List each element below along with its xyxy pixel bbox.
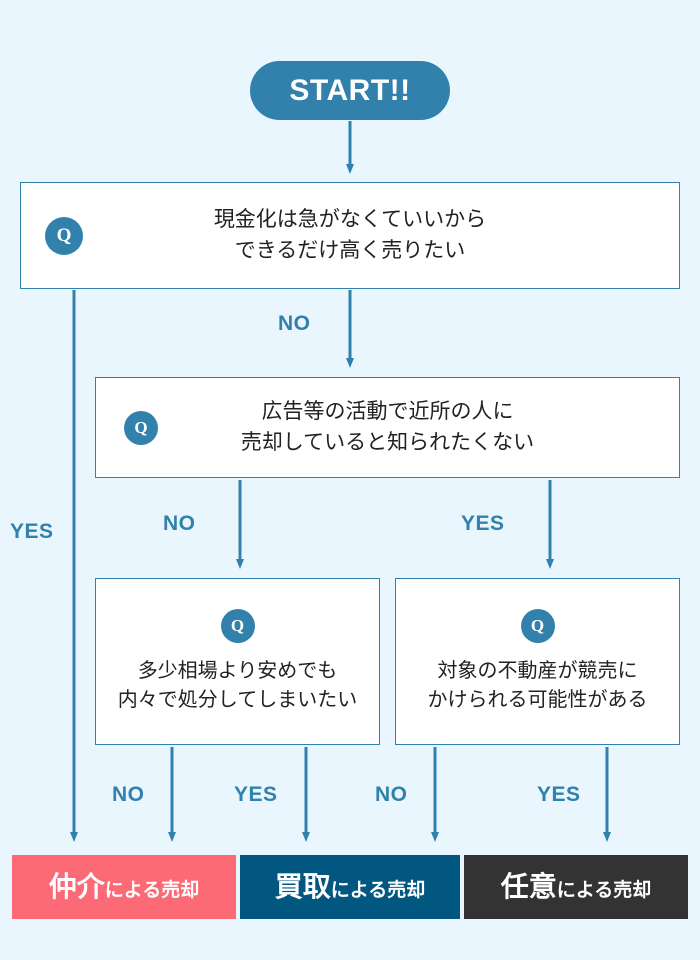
result-strong-voluntary: 任意 [500,871,557,902]
question-badge-icon: Q [124,410,158,445]
question-box-1[interactable]: Q 現金化は急がなくていいから できるだけ高く売りたい [20,182,680,289]
result-strong-brokerage: 仲介 [48,871,105,902]
edge-label-q2-yes: YES [461,512,505,535]
start-label: START!! [289,73,411,107]
result-label-buyout: 買取による売却 [275,873,425,901]
result-rest-voluntary: による売却 [556,880,652,901]
edge-label-q4-no: NO [375,783,408,806]
question-badge-icon: Q [220,608,255,643]
edge-label-q2-no: NO [163,512,196,535]
edge-label-q1-no: NO [278,312,311,335]
result-rest-brokerage: による売却 [104,880,200,901]
question-box-4[interactable]: Q 対象の不動産が競売に かけられる可能性がある [395,578,680,745]
edge-label-q1-yes: YES [10,520,54,543]
question-text-1: 現金化は急がなくていいから できるだけ高く売りたい [213,208,487,262]
start-node[interactable]: START!! [250,61,450,120]
question-text-3: 多少相場より安めでも 内々で処分してしまいたい [117,659,358,711]
question-box-3[interactable]: Q 多少相場より安めでも 内々で処分してしまいたい [95,578,380,745]
result-box-buyout[interactable]: 買取による売却 [240,855,460,919]
result-box-brokerage[interactable]: 仲介による売却 [12,855,236,919]
result-rest-buyout: による売却 [330,880,426,901]
edge-label-q4-yes: YES [537,783,581,806]
question-text-2: 広告等の活動で近所の人に 売却していると知られたくない [240,400,535,454]
question-badge-icon: Q [520,608,555,643]
question-text-4: 対象の不動産が競売に かけられる可能性がある [427,659,648,711]
question-box-2[interactable]: Q 広告等の活動で近所の人に 売却していると知られたくない [95,377,680,478]
result-box-voluntary[interactable]: 任意による売却 [464,855,688,919]
edge-label-q3-yes: YES [234,783,278,806]
result-label-voluntary: 任意による売却 [501,873,651,901]
question-badge-icon: Q [45,216,83,255]
result-strong-buyout: 買取 [274,871,331,902]
result-label-brokerage: 仲介による売却 [49,873,199,901]
edge-label-q3-no: NO [112,783,145,806]
